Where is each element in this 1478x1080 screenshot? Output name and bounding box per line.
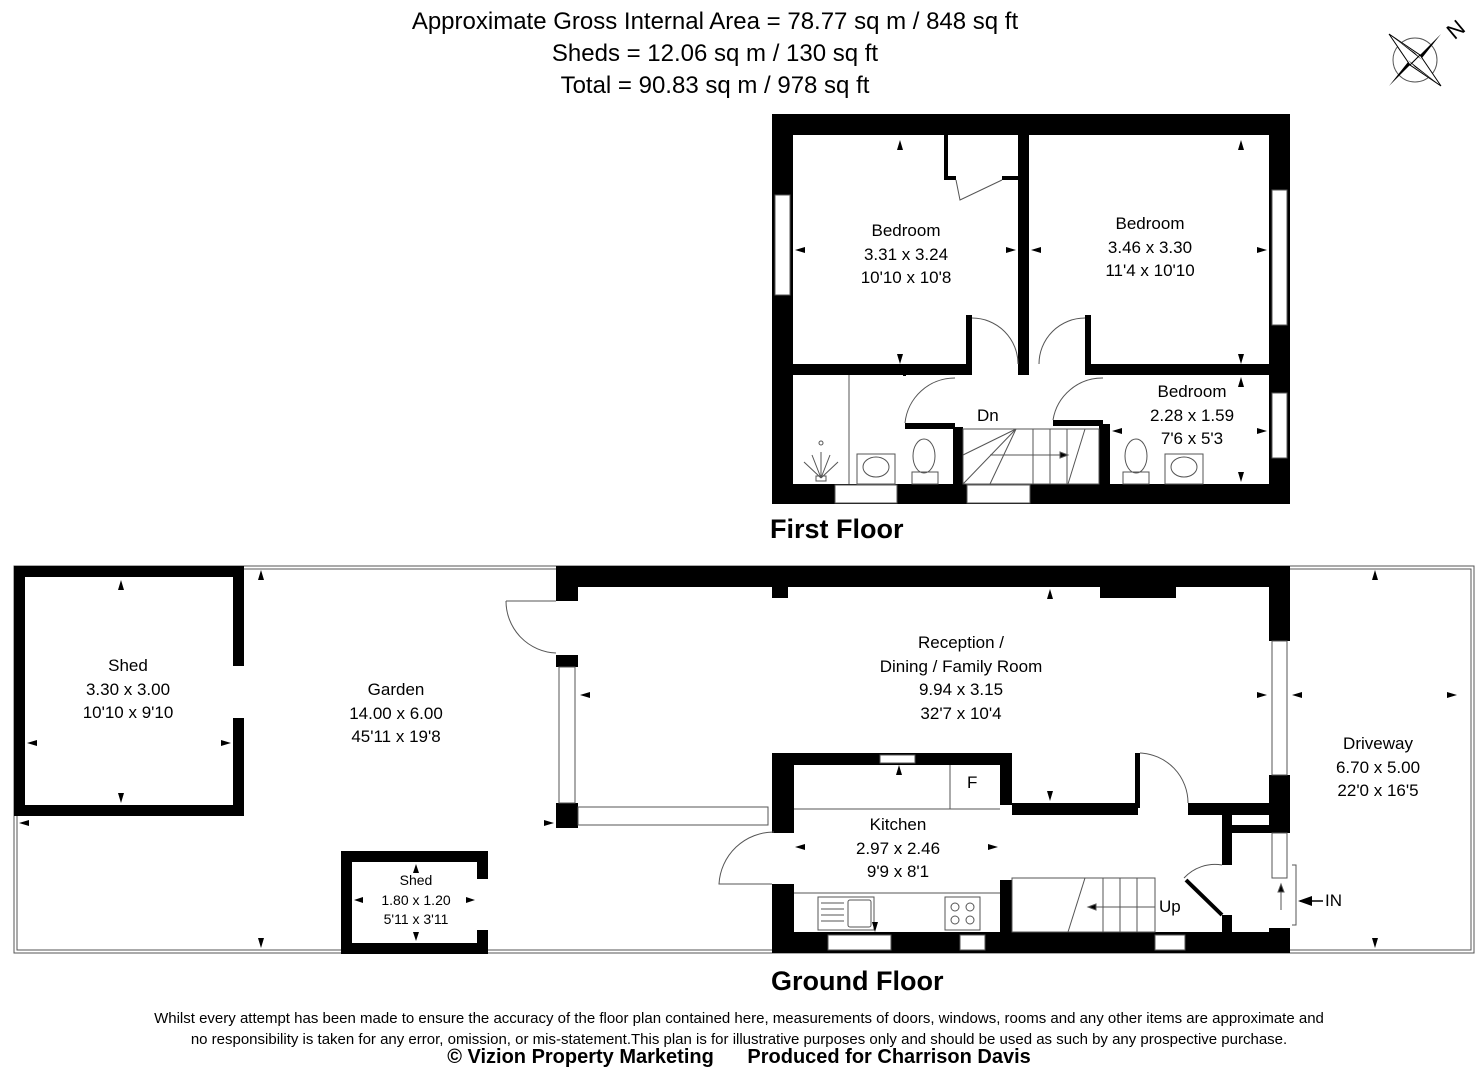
room-label-garden: Garden 14.00 x 6.00 45'11 x 19'8 xyxy=(349,678,443,749)
room-size-metric: 2.28 x 1.59 xyxy=(1149,405,1235,425)
room-size-imperial: 22'0 x 16'5 xyxy=(1337,781,1419,800)
compass-rose-icon xyxy=(1388,33,1442,87)
room-size-imperial: 10'10 x 10'8 xyxy=(860,268,952,287)
ground-floor-doors xyxy=(505,600,1297,926)
north-label: N xyxy=(1442,15,1470,44)
room-size-imperial: 9'9 x 8'1 xyxy=(866,862,930,881)
room-size-metric: 3.31 x 3.24 xyxy=(863,244,949,264)
first-floor-title: First Floor xyxy=(770,514,904,544)
stairs-up-label: Up xyxy=(1159,897,1181,916)
kitchen-counters xyxy=(794,765,1000,894)
room-size-metric: 9.94 x 3.15 xyxy=(918,680,1004,699)
stairs-down-label: Dn xyxy=(977,406,999,425)
room-label-shed-small: Shed 1.80 x 1.20 5'11 x 3'11 xyxy=(381,871,450,930)
ground-floor-windows xyxy=(558,640,1288,951)
entrance-arrow-icon xyxy=(1298,896,1323,906)
room-name: Shed xyxy=(108,656,148,675)
fridge-label: F xyxy=(967,773,978,792)
room-label-driveway: Driveway 6.70 x 5.00 22'0 x 16'5 xyxy=(1336,732,1420,803)
room-name: Reception / xyxy=(918,633,1004,652)
copyright: © Vizion Property Marketing xyxy=(447,1046,714,1068)
sheds-area: Sheds = 12.06 sq m / 130 sq ft xyxy=(551,40,879,67)
total-area: Total = 90.83 sq m / 978 sq ft xyxy=(560,72,870,99)
room-name: Bedroom xyxy=(871,221,941,240)
washbasin-icon xyxy=(1164,453,1204,485)
room-size-imperial: 7'6 x 5'3 xyxy=(1160,429,1224,448)
room-label-shed-large: Shed 3.30 x 3.00 10'10 x 9'10 xyxy=(83,654,174,725)
ground-floor-plan xyxy=(14,566,1290,954)
room-size-metric: 3.46 x 3.30 xyxy=(1107,237,1193,257)
room-size-metric: 2.97 x 2.46 xyxy=(855,838,941,858)
room-label-bedroom-2: Bedroom 3.46 x 3.30 11'4 x 10'10 xyxy=(1105,212,1194,283)
room-size-imperial: 10'10 x 9'10 xyxy=(82,703,174,722)
room-size-imperial: 11'4 x 10'10 xyxy=(1105,261,1195,280)
room-name-line2: Dining / Family Room xyxy=(879,656,1043,676)
first-floor-windows xyxy=(774,189,1288,504)
room-label-reception: Reception / Dining / Family Room 9.94 x … xyxy=(880,631,1043,725)
toilet-icon xyxy=(1122,438,1150,485)
room-name: Bedroom xyxy=(1115,214,1185,233)
entrance-label: IN xyxy=(1325,891,1342,910)
room-name: Garden xyxy=(367,680,425,699)
room-label-bedroom-1: Bedroom 3.31 x 3.24 10'10 x 10'8 xyxy=(861,219,952,290)
room-name: Bedroom xyxy=(1157,382,1227,401)
room-size-imperial: 5'11 x 3'11 xyxy=(383,911,449,927)
room-size-metric: 1.80 x 1.20 xyxy=(381,891,451,908)
credits: © Vizion Property Marketing Produced for… xyxy=(0,1046,1478,1069)
disclaimer-line-2: no responsibility is taken for any error… xyxy=(190,1031,1288,1048)
room-size-imperial: 45'11 x 19'8 xyxy=(351,727,441,746)
sink-icon xyxy=(817,896,875,931)
room-name: Kitchen xyxy=(869,815,927,834)
dimension-markers xyxy=(19,140,1457,948)
staircase-down-icon xyxy=(962,428,1100,485)
room-label-bedroom-3: Bedroom 2.28 x 1.59 7'6 x 5'3 xyxy=(1150,380,1234,451)
room-name: Driveway xyxy=(1343,734,1413,753)
toilet-icon xyxy=(911,438,939,485)
room-size-metric: 3.30 x 3.00 xyxy=(85,679,171,699)
room-name: Shed xyxy=(399,872,433,888)
room-size-metric: 14.00 x 6.00 xyxy=(349,703,443,723)
first-floor-doors xyxy=(904,179,1104,424)
gross-internal-area: Approximate Gross Internal Area = 78.77 … xyxy=(411,8,1019,35)
room-size-metric: 6.70 x 5.00 xyxy=(1335,757,1421,777)
washbasin-icon xyxy=(856,453,896,485)
area-summary: Approximate Gross Internal Area = 78.77 … xyxy=(0,6,1478,102)
room-size-imperial: 32'7 x 10'4 xyxy=(920,703,1002,723)
disclaimer-line-1: Whilst every attempt has been made to en… xyxy=(154,1010,1324,1027)
staircase-up-icon xyxy=(1011,877,1285,933)
shower-icon xyxy=(803,440,839,482)
hob-icon xyxy=(944,896,981,931)
produced-for: Produced for Charrison Davis xyxy=(747,1046,1031,1068)
disclaimer: Whilst every attempt has been made to en… xyxy=(0,1008,1478,1050)
room-label-kitchen: Kitchen 2.97 x 2.46 9'9 x 8'1 xyxy=(856,813,940,884)
ground-floor-title: Ground Floor xyxy=(771,966,944,996)
